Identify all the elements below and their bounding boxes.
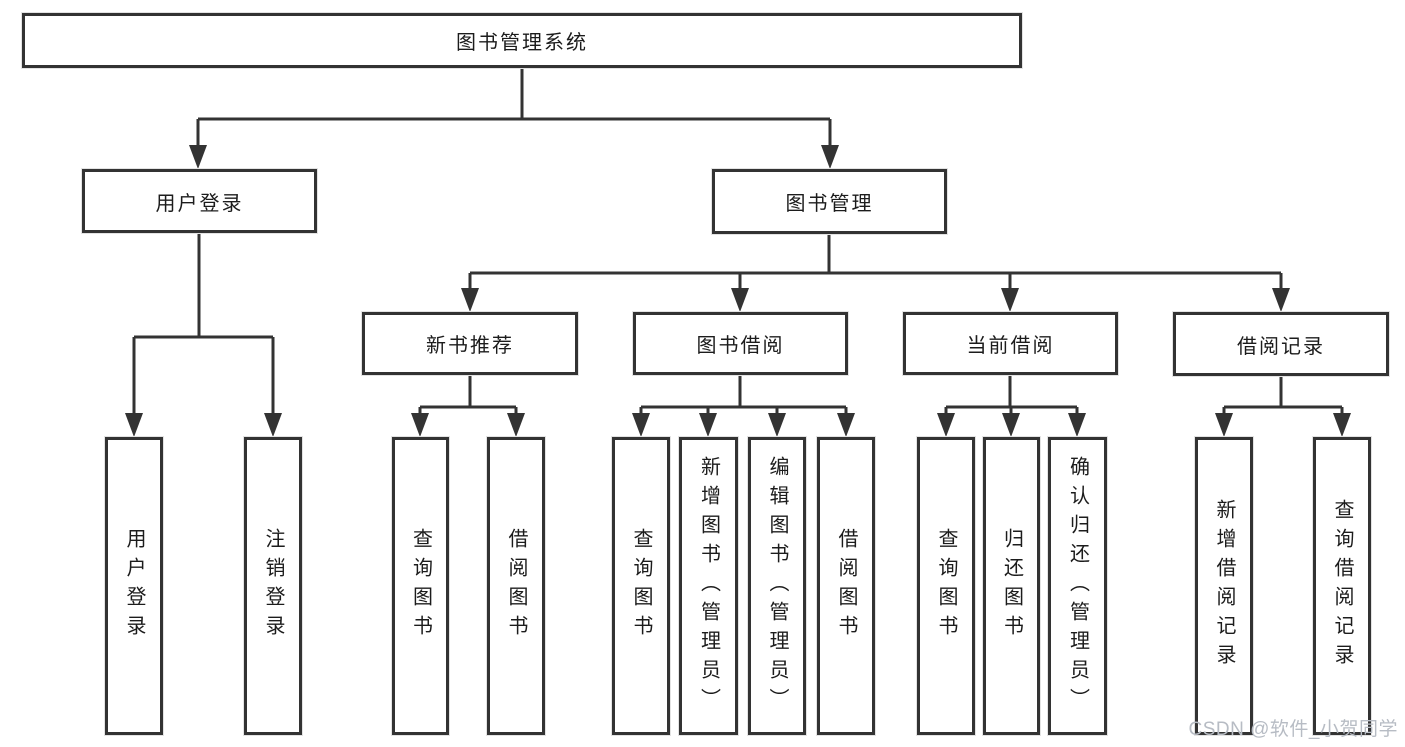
node-label: 图书管理系统 xyxy=(456,32,588,54)
arrowheads xyxy=(125,145,1351,437)
node-label: 新书推荐 xyxy=(426,335,514,357)
leaf-return-books: 归还图书 xyxy=(983,437,1040,735)
leaf-user-login: 用户登录 xyxy=(105,437,163,735)
node-new-book-recommendation: 新书推荐 xyxy=(362,312,578,375)
leaf-query-books-current: 查询图书 xyxy=(917,437,975,735)
node-label: 借阅图书 xyxy=(505,528,527,644)
node-label: 新增借阅记录 xyxy=(1213,499,1235,673)
node-label: 用户登录 xyxy=(155,192,244,215)
node-current-borrowing: 当前借阅 xyxy=(903,312,1118,375)
leaf-add-books-admin: 新增图书（管理员） xyxy=(679,437,738,735)
leaf-add-borrow-record: 新增借阅记录 xyxy=(1195,437,1253,735)
node-book-borrowing: 图书借阅 xyxy=(633,312,848,375)
node-label: 借阅图书 xyxy=(835,528,857,644)
node-label: 图书借阅 xyxy=(696,335,785,357)
node-label: 注销登录 xyxy=(262,528,284,644)
leaf-borrow-books: 借阅图书 xyxy=(817,437,875,735)
node-label: 编辑图书（管理员） xyxy=(766,455,788,717)
leaf-query-books-borrow: 查询图书 xyxy=(612,437,670,735)
node-label: 查询图书 xyxy=(935,528,957,644)
node-label: 查询图书 xyxy=(409,528,432,644)
leaf-confirm-return-admin: 确认归还（管理员） xyxy=(1048,437,1107,735)
leaf-logout: 注销登录 xyxy=(244,437,302,735)
leaf-borrow-books-recommend: 借阅图书 xyxy=(487,437,545,735)
csdn-watermark: CSDN @软件_小贺同学 xyxy=(1188,719,1398,740)
node-borrowing-records: 借阅记录 xyxy=(1173,312,1389,376)
node-label: 查询图书 xyxy=(630,528,652,644)
node-label: 新增图书（管理员） xyxy=(697,455,720,717)
leaf-query-books-recommend: 查询图书 xyxy=(392,437,449,735)
node-label: 当前借阅 xyxy=(966,335,1055,357)
node-label: 归还图书 xyxy=(1000,528,1023,644)
node-user-login: 用户登录 xyxy=(82,169,317,233)
node-label: 查询借阅记录 xyxy=(1331,499,1353,673)
leaf-query-borrow-record: 查询借阅记录 xyxy=(1313,437,1371,735)
node-library-management-system: 图书管理系统 xyxy=(22,13,1022,68)
node-label: 图书管理 xyxy=(785,193,874,215)
node-label: 用户登录 xyxy=(123,528,145,644)
node-book-management: 图书管理 xyxy=(712,169,947,234)
leaf-edit-books-admin: 编辑图书（管理员） xyxy=(748,437,806,735)
node-label: 确认归还（管理员） xyxy=(1066,455,1089,717)
node-label: 借阅记录 xyxy=(1237,335,1325,358)
